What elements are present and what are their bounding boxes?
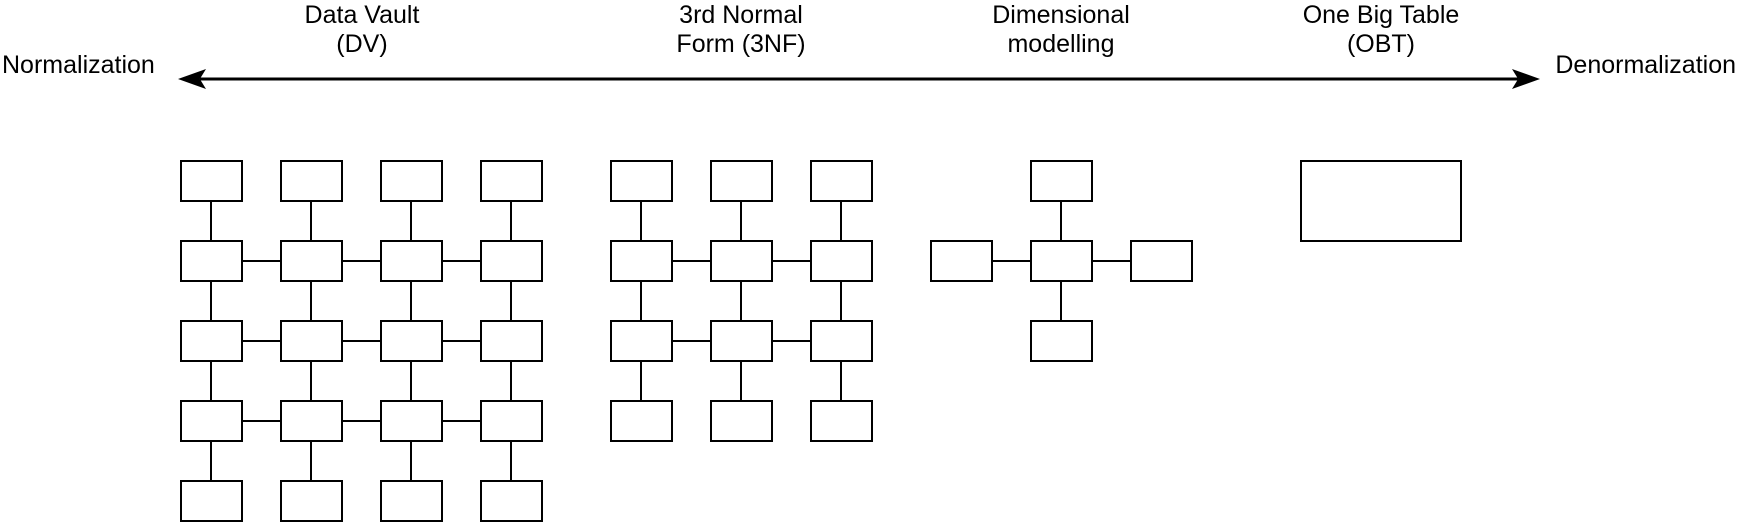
- table-box: [610, 320, 673, 362]
- table-box: [810, 400, 873, 442]
- table-box: [710, 320, 773, 362]
- table-box: [1030, 240, 1093, 282]
- table-box: [280, 400, 343, 442]
- third-normal-form-label: 3rd Normal Form (3NF): [676, 1, 805, 59]
- table-box: [710, 400, 773, 442]
- table-box: [380, 400, 443, 442]
- data-vault-label-line2: (DV): [336, 30, 388, 58]
- one-big-table-diagram: [1300, 160, 1462, 242]
- table-box: [480, 240, 543, 282]
- dimensional-modelling-label: Dimensional modelling: [992, 1, 1130, 59]
- table-box: [180, 400, 243, 442]
- one-big-table-label: One Big Table (OBT): [1303, 1, 1460, 59]
- table-box: [930, 240, 993, 282]
- third-normal-form-label-line2: Form (3NF): [676, 30, 806, 58]
- table-box: [380, 160, 443, 202]
- dimensional-modelling-label-line2: modelling: [1007, 30, 1115, 58]
- table-box: [280, 480, 343, 522]
- arrowhead-right-icon: [1512, 69, 1540, 89]
- table-box: [610, 240, 673, 282]
- table-box: [610, 160, 673, 202]
- one-big-table-label-line1: One Big Table: [1302, 1, 1460, 29]
- one-big-table-label-line2: (OBT): [1346, 30, 1416, 58]
- denormalization-label: Denormalization: [1555, 51, 1736, 79]
- table-box: [710, 240, 773, 282]
- table-box: [1300, 160, 1462, 242]
- table-box: [180, 160, 243, 202]
- table-box: [380, 240, 443, 282]
- third-normal-form-label-line1: 3rd Normal: [679, 1, 803, 29]
- table-box: [480, 480, 543, 522]
- table-box: [180, 240, 243, 282]
- table-box: [1030, 160, 1093, 202]
- table-box: [810, 240, 873, 282]
- table-box: [280, 320, 343, 362]
- table-box: [280, 240, 343, 282]
- table-box: [1130, 240, 1193, 282]
- table-box: [380, 480, 443, 522]
- arrowhead-left-icon: [178, 69, 206, 89]
- table-box: [1030, 320, 1093, 362]
- table-box: [610, 400, 673, 442]
- normalization-label: Normalization: [2, 51, 155, 79]
- dimensional-modelling-label-line1: Dimensional: [992, 1, 1130, 29]
- table-box: [380, 320, 443, 362]
- third-normal-form-diagram: [610, 160, 873, 442]
- data-vault-label: Data Vault (DV): [305, 1, 420, 59]
- data-vault-diagram: [180, 160, 543, 522]
- dimensional-modelling-diagram: [930, 160, 1193, 362]
- data-vault-label-line1: Data Vault: [304, 1, 420, 29]
- table-box: [180, 320, 243, 362]
- table-box: [480, 160, 543, 202]
- table-box: [180, 480, 243, 522]
- table-box: [710, 160, 773, 202]
- table-box: [810, 320, 873, 362]
- table-box: [480, 400, 543, 442]
- table-box: [480, 320, 543, 362]
- spectrum-arrow: [178, 69, 1540, 89]
- table-box: [280, 160, 343, 202]
- table-box: [810, 160, 873, 202]
